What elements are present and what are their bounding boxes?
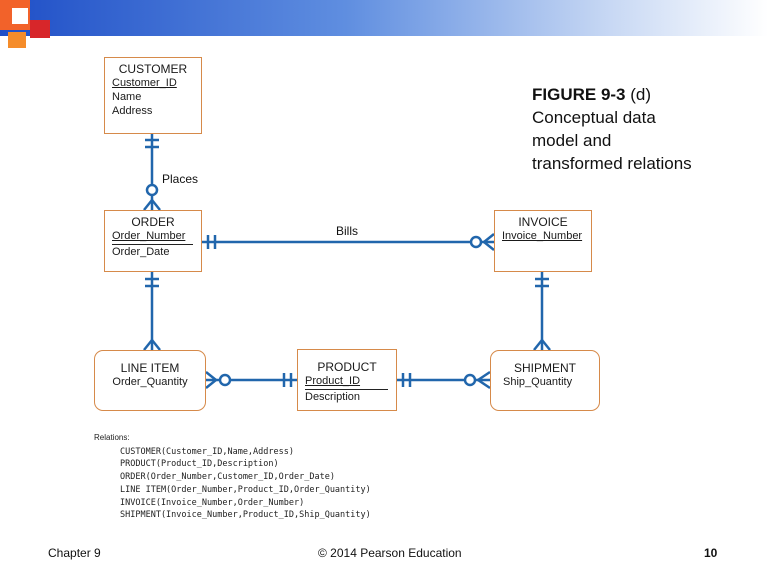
caption-line: transformed relations	[532, 154, 692, 173]
caption-line: model and	[532, 131, 612, 150]
primary-key-attribute: Order_Number	[112, 230, 186, 242]
decorative-square	[30, 20, 50, 38]
divider	[305, 389, 388, 390]
relationship-label-bills: Bills	[336, 224, 359, 238]
relation-row: INVOICE(Invoice_Number,Order_Number)	[120, 497, 305, 508]
attribute: Description	[305, 391, 361, 403]
entity-invoice: INVOICE Invoice_Number	[494, 210, 592, 272]
relation-row: PRODUCT(Product_ID,Description)	[120, 459, 279, 470]
footer-chapter: Chapter 9	[48, 546, 101, 560]
attribute: Address	[112, 105, 153, 117]
entity-title: CUSTOMER	[118, 62, 188, 76]
relation-row: LINE ITEM(Order_Number,Product_ID,Order_…	[120, 484, 371, 495]
relation-row: CUSTOMER(Customer_ID,Name,Address)	[120, 446, 294, 457]
entity-title: PRODUCT	[317, 360, 377, 374]
page-number: 10	[704, 546, 718, 560]
divider	[112, 244, 193, 245]
relations-heading: Relations:	[94, 433, 130, 442]
decorative-square	[8, 32, 26, 48]
attribute: Order_Date	[112, 246, 170, 258]
decorative-square	[12, 8, 28, 24]
figure-caption: FIGURE 9-3 (d) Conceptual data model and…	[532, 83, 752, 175]
entity-title: ORDER	[131, 215, 175, 229]
relation-row: SHIPMENT(Invoice_Number,Product_ID,Ship_…	[120, 510, 371, 521]
entity-line-item: LINE ITEM Order_Quantity	[94, 350, 206, 411]
attribute: Order_Quantity	[112, 376, 188, 388]
entity-customer: CUSTOMER Customer_ID Name Address	[104, 57, 202, 134]
figure-suffix: (d)	[625, 85, 652, 104]
entity-order: ORDER Order_Number Order_Date	[104, 210, 202, 272]
caption-line: Conceptual data	[532, 108, 656, 127]
attribute: Name	[112, 91, 142, 103]
title-bar	[0, 0, 768, 36]
primary-key-attribute: Customer_ID	[112, 77, 177, 89]
primary-key-attribute: Invoice_Number	[502, 230, 583, 242]
figure-label: FIGURE 9-3	[532, 85, 626, 104]
entity-title: INVOICE	[518, 215, 568, 229]
entity-title: SHIPMENT	[513, 361, 576, 375]
relationship-label-places: Places	[162, 172, 199, 186]
relations-list: Relations: CUSTOMER(Customer_ID,Name,Add…	[94, 432, 371, 522]
entity-title: LINE ITEM	[120, 361, 180, 375]
attribute: Ship_Quantity	[503, 376, 573, 388]
footer-copyright: © 2014 Pearson Education	[318, 546, 462, 560]
relation-row: ORDER(Order_Number,Customer_ID,Order_Dat…	[120, 472, 335, 483]
primary-key-attribute: Product_ID	[305, 375, 361, 387]
entity-product: PRODUCT Product_ID Description	[297, 349, 397, 411]
entity-shipment: SHIPMENT Ship_Quantity	[490, 350, 600, 411]
